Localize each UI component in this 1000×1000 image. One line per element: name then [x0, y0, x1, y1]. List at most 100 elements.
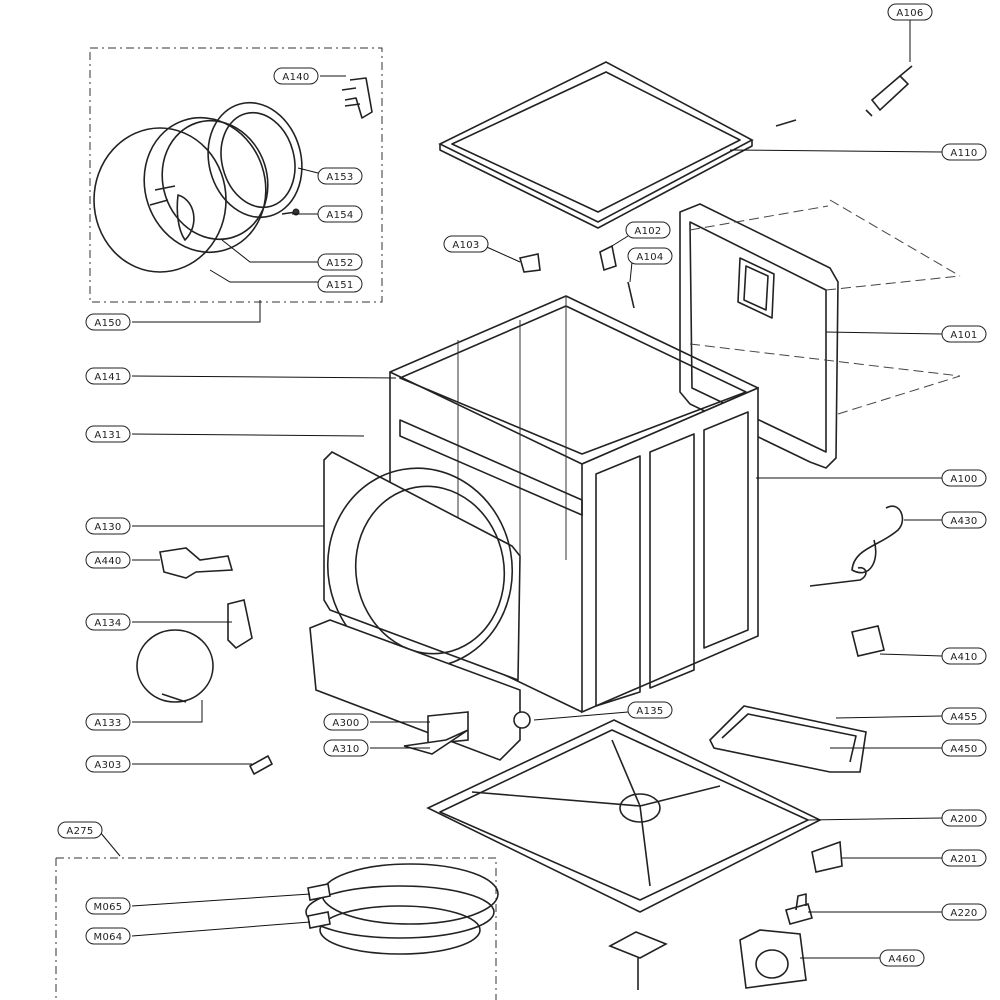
a460-pump — [739, 929, 807, 989]
callout-text: A100 — [950, 474, 977, 485]
callout-a106: A106 — [887, 3, 933, 21]
callout-bubble — [85, 613, 131, 631]
callout-a102: A102 — [625, 221, 671, 239]
a440-lock — [159, 547, 234, 579]
a102-switch — [599, 244, 617, 272]
callout-a460: A460 — [879, 949, 925, 967]
callout-bubble — [941, 469, 987, 487]
callout-text: A140 — [282, 72, 309, 83]
part-a106-sensor — [865, 65, 913, 117]
callout-text: A410 — [950, 652, 977, 663]
callout-text: A110 — [950, 148, 977, 159]
callout-text: A102 — [634, 226, 661, 237]
callout-text: A310 — [332, 744, 359, 755]
callout-a303: A303 — [85, 755, 131, 773]
callout-bubble — [57, 821, 103, 839]
callout-a200: A200 — [941, 809, 987, 827]
a104-valve — [627, 281, 635, 309]
callout-a310: A310 — [323, 739, 369, 757]
callout-a152: A152 — [317, 253, 363, 271]
callout-bubble — [941, 511, 987, 529]
callout-bubble — [941, 809, 987, 827]
top-plate — [438, 61, 754, 229]
callout-bubble — [317, 205, 363, 223]
callout-text: A150 — [94, 318, 121, 329]
callout-bubble — [85, 313, 131, 331]
small-parts — [136, 244, 904, 990]
callout-a110: A110 — [941, 143, 987, 161]
callout-bubble — [85, 367, 131, 385]
callout-bubble — [85, 551, 131, 569]
callout-bubble — [879, 949, 925, 967]
callout-bubble — [941, 325, 987, 343]
callout-a141: A141 — [85, 367, 131, 385]
callout-text: M065 — [94, 902, 123, 913]
callout-text: A151 — [326, 280, 353, 291]
callout-m065: M065 — [85, 897, 131, 915]
callout-a440: A440 — [85, 551, 131, 569]
callout-bubble — [85, 927, 131, 945]
label-layer: A106A140A110A153A154A102A103A104A152A151… — [57, 3, 987, 967]
callout-bubble — [887, 3, 933, 21]
callout-bubble — [941, 739, 987, 757]
callout-a430: A430 — [941, 511, 987, 529]
a410-pressure — [851, 625, 885, 657]
callout-text: A153 — [326, 172, 353, 183]
callout-bubble — [941, 707, 987, 725]
callout-text: A220 — [950, 908, 977, 919]
callout-text: A101 — [950, 330, 977, 341]
callout-a150: A150 — [85, 313, 131, 331]
callout-bubble — [85, 713, 131, 731]
callout-text: A455 — [950, 712, 977, 723]
callout-bubble — [941, 849, 987, 867]
a134-handle — [227, 599, 253, 650]
a430-cord — [809, 505, 904, 587]
callout-bubble — [85, 425, 131, 443]
a220-foot — [785, 903, 813, 925]
callout-a300: A300 — [323, 713, 369, 731]
callout-text: A152 — [326, 258, 353, 269]
callout-text: A134 — [94, 618, 121, 629]
callout-a154: A154 — [317, 205, 363, 223]
callout-a410: A410 — [941, 647, 987, 665]
callout-bubble — [627, 247, 673, 265]
callout-text: A440 — [94, 556, 121, 567]
callout-bubble — [941, 647, 987, 665]
callout-bubble — [85, 755, 131, 773]
callout-text: A135 — [636, 706, 663, 717]
callout-bubble — [941, 903, 987, 921]
callout-a134: A134 — [85, 613, 131, 631]
hose-group — [55, 857, 499, 1000]
callout-text: A104 — [636, 252, 663, 263]
callout-text: A275 — [66, 826, 93, 837]
callout-text: A300 — [332, 718, 359, 729]
a201-bracket — [811, 840, 843, 873]
callout-bubble — [941, 143, 987, 161]
callout-a100: A100 — [941, 469, 987, 487]
callout-bubble — [273, 67, 319, 85]
callout-a103: A103 — [443, 235, 489, 253]
callout-a220: A220 — [941, 903, 987, 921]
callout-bubble — [317, 167, 363, 185]
callout-bubble — [85, 517, 131, 535]
callout-bubble — [443, 235, 489, 253]
callout-text: A141 — [94, 372, 121, 383]
callout-a455: A455 — [941, 707, 987, 725]
callout-bubble — [317, 275, 363, 293]
callout-text: A430 — [950, 516, 977, 527]
callout-text: A450 — [950, 744, 977, 755]
door-assembly-group — [89, 47, 383, 303]
a135-knob — [513, 711, 531, 729]
a133-ring — [136, 629, 214, 703]
callout-a275: A275 — [57, 821, 103, 839]
callout-bubble — [317, 253, 363, 271]
callout-text: A131 — [94, 430, 121, 441]
callout-text: A106 — [896, 8, 923, 19]
callout-a153: A153 — [317, 167, 363, 185]
callout-text: A130 — [94, 522, 121, 533]
a303-spring — [249, 755, 273, 775]
callout-text: A103 — [452, 240, 479, 251]
callout-bubble — [625, 221, 671, 239]
